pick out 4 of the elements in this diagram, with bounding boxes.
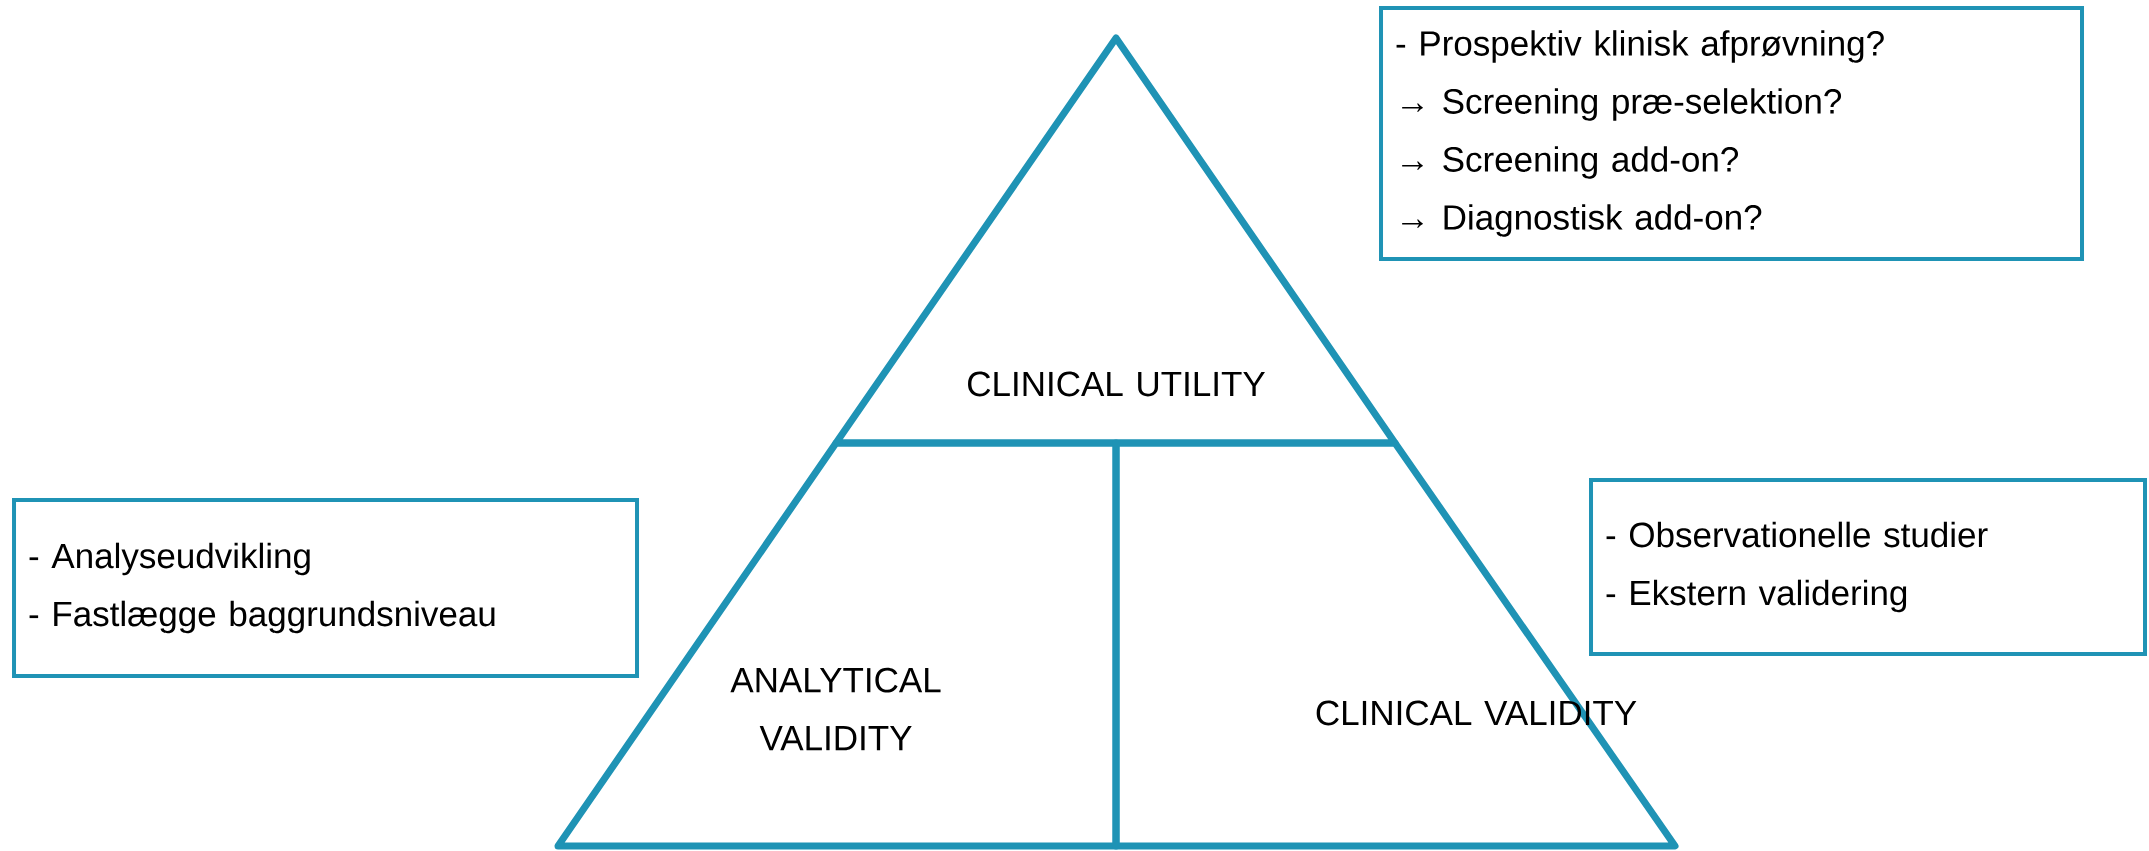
text-box: - Analyseudvikling - Fastlægge baggrundsniveau: [12, 498, 639, 678]
text-box: - Observationelle studier - Ekstern validering: [1589, 478, 2147, 656]
text-box: - Prospektiv klinisk afprøvning? → Screening præ-selektion? → Screening add-on? → Diagnostisk add-on?: [1379, 6, 2084, 261]
pyramid-section: ANALYTICAL VALIDITY: [554, 439, 1120, 850]
